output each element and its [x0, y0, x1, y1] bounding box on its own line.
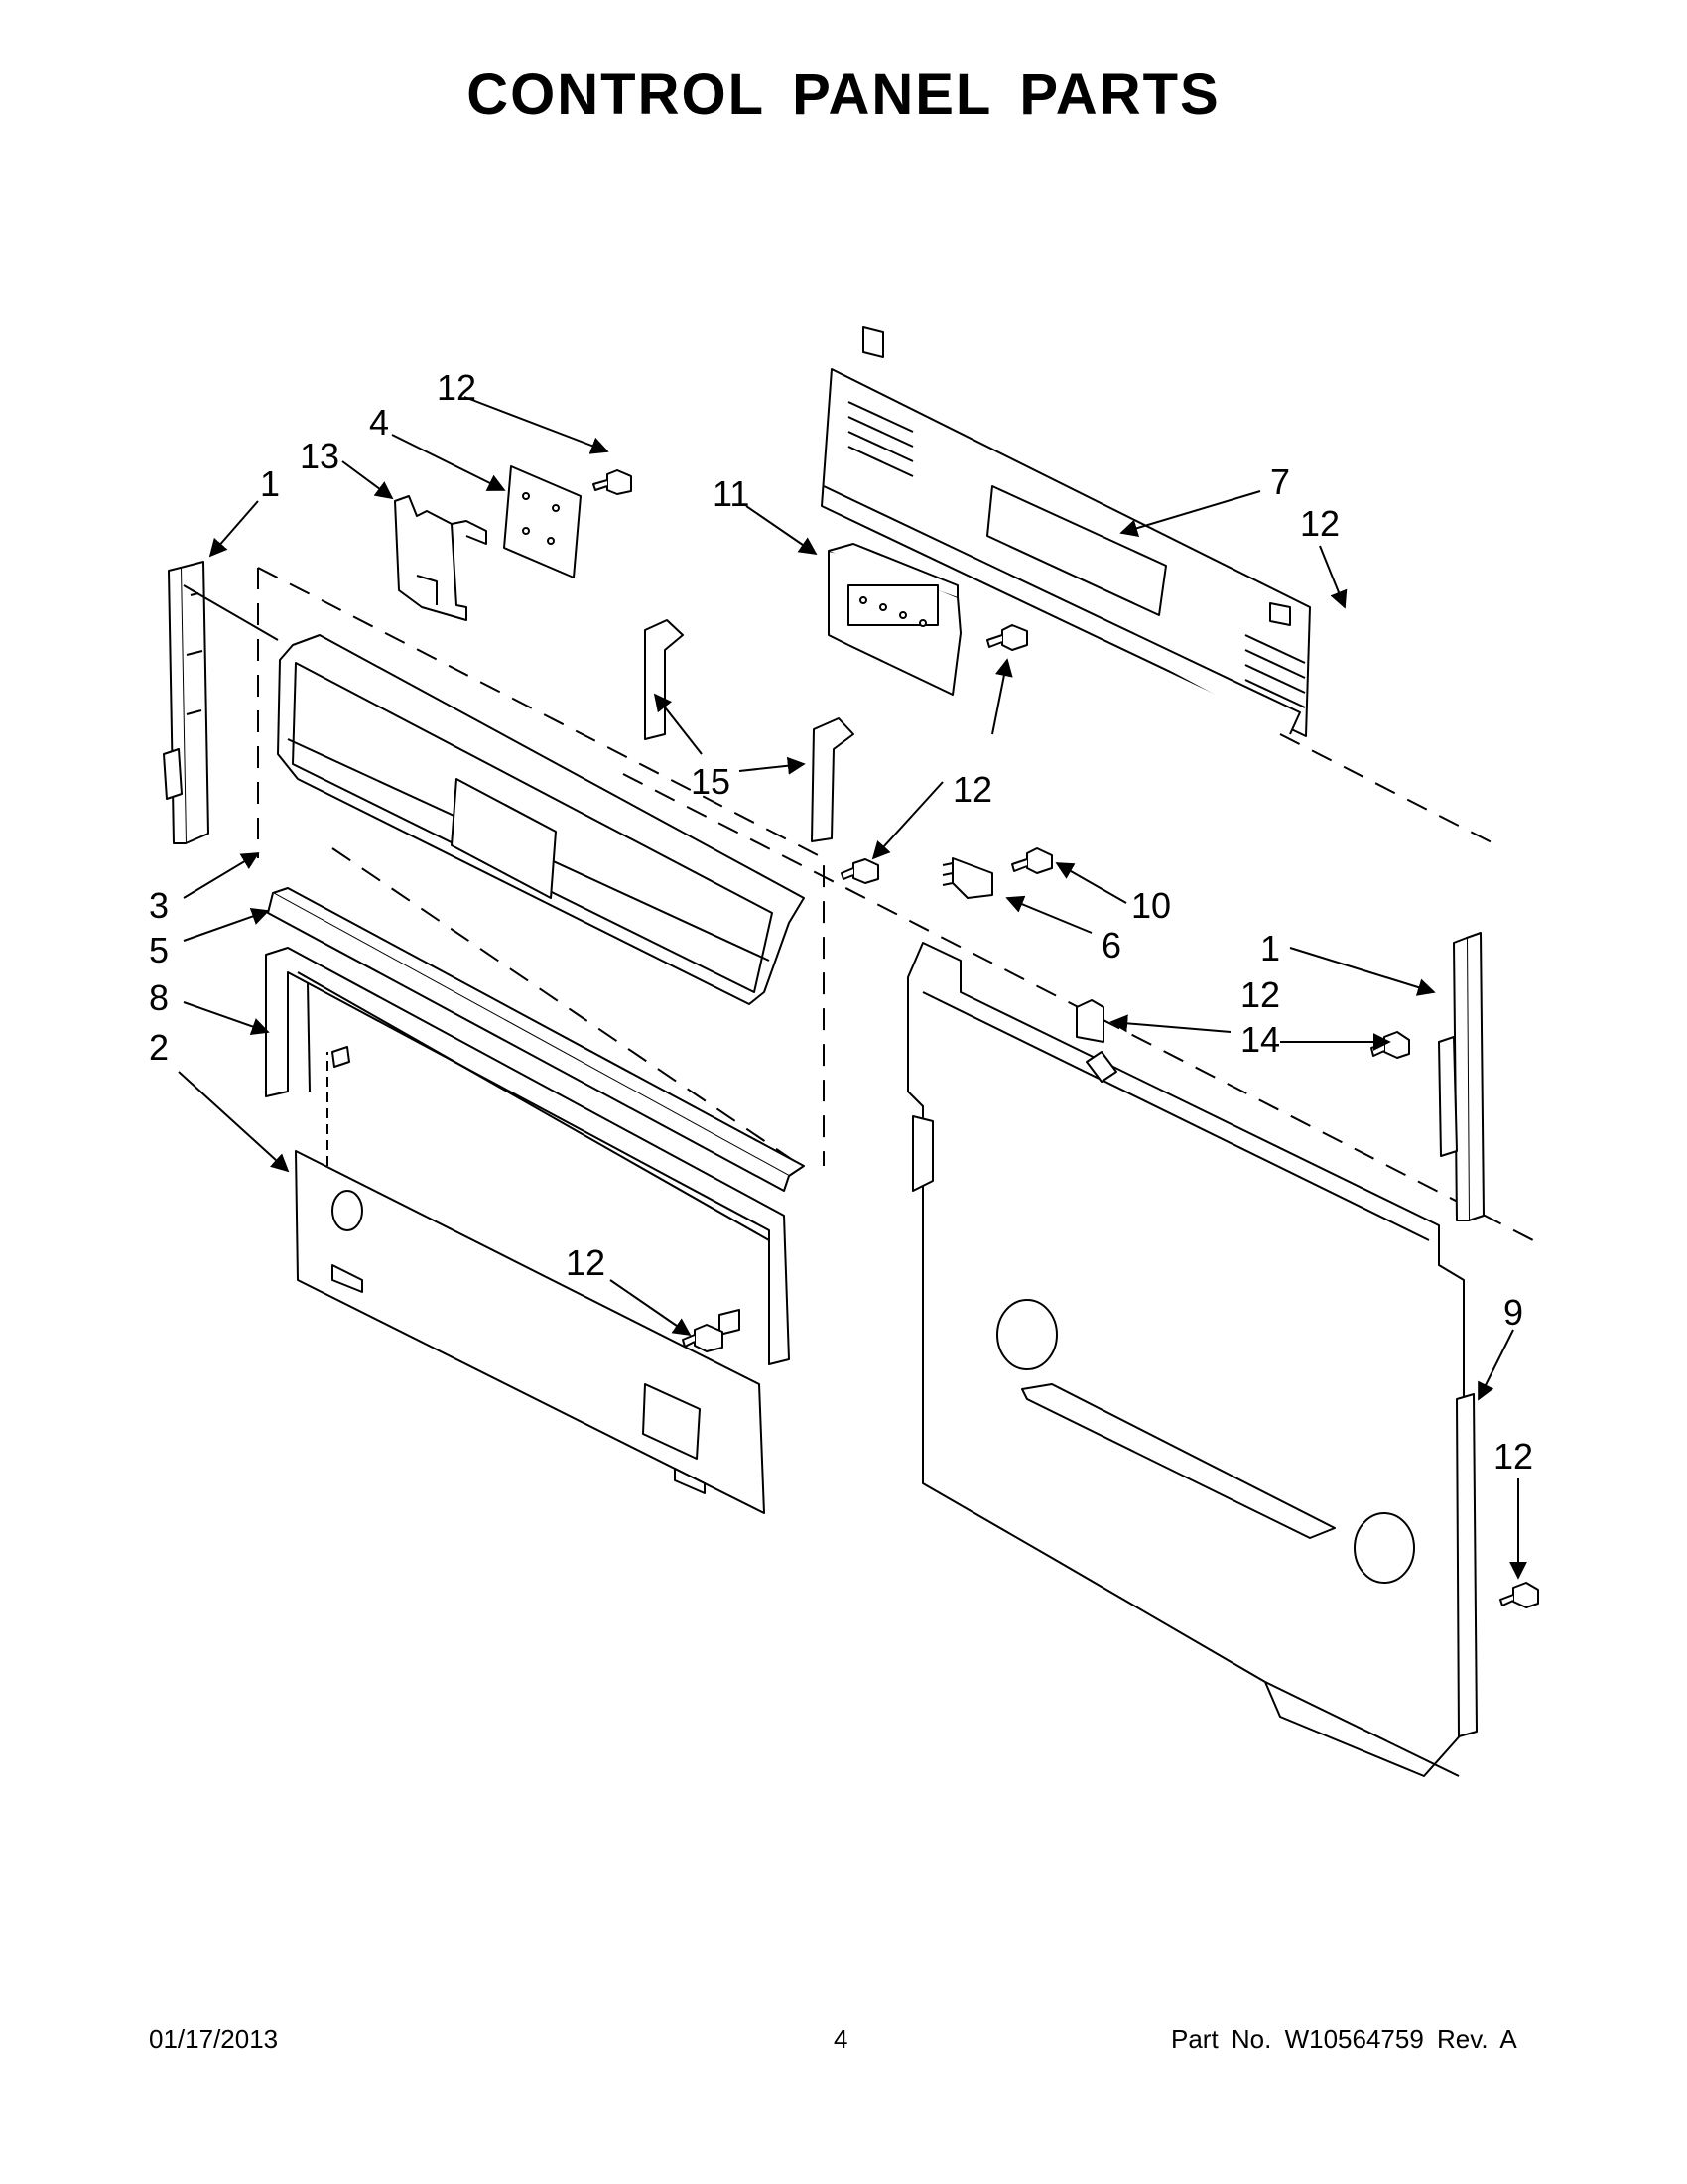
- control-panel-rear: [821, 326, 1311, 737]
- callout-10: 10: [1131, 885, 1171, 926]
- page-title: CONTROL PANEL PARTS: [466, 63, 1221, 127]
- callout-12-console: 12: [953, 769, 992, 810]
- footer-part-number: Part No. W10564759 Rev. A: [1171, 2024, 1517, 2054]
- callout-12-right: 12: [1240, 974, 1280, 1015]
- screw-bottom-right: [1499, 1582, 1539, 1608]
- callout-6: 6: [1102, 925, 1121, 965]
- callout-14: 14: [1240, 1019, 1280, 1060]
- callout-1-left: 1: [260, 463, 280, 504]
- callout-3: 3: [149, 885, 169, 926]
- clip-6: [942, 857, 993, 899]
- mounting-bracket: [394, 495, 487, 621]
- callout-2: 2: [149, 1027, 169, 1068]
- callout-5: 5: [149, 930, 169, 970]
- callout-12-lower: 12: [566, 1242, 605, 1283]
- end-cap-bracket-right: [1438, 932, 1485, 1221]
- side-strip: [1456, 1393, 1478, 1737]
- callout-8: 8: [149, 977, 169, 1018]
- electronic-control: [828, 543, 962, 696]
- circuit-board: [503, 465, 582, 578]
- callout-7: 7: [1270, 461, 1290, 502]
- footer-date: 01/17/2013: [149, 2024, 279, 2054]
- callout-11: 11: [713, 473, 749, 514]
- callout-13: 13: [300, 436, 339, 476]
- rear-panel: [907, 942, 1465, 1777]
- screw-top: [592, 469, 632, 495]
- screw-right: [1370, 1031, 1410, 1059]
- bracket-15-b: [811, 717, 854, 842]
- callout-12-top: 12: [437, 367, 476, 408]
- console-panel: [277, 634, 805, 1005]
- support-panel: [265, 947, 790, 1365]
- callout-15: 15: [691, 761, 730, 802]
- end-cap-bracket-left: [163, 561, 279, 844]
- lower-panel: [295, 1052, 765, 1514]
- screw-console: [841, 858, 879, 884]
- screw-control: [986, 624, 1028, 651]
- callout-12-bottom-right: 12: [1493, 1436, 1533, 1477]
- leader-lines: [178, 396, 1527, 1580]
- callout-4: 4: [369, 402, 389, 443]
- screw-lower: [682, 1324, 723, 1352]
- callout-9: 9: [1503, 1292, 1523, 1333]
- callout-1-right: 1: [1260, 928, 1280, 968]
- trim-strip: [267, 887, 805, 1192]
- footer-page-number: 4: [834, 2024, 848, 2054]
- callout-12-rear: 12: [1300, 503, 1340, 544]
- clip-14: [1076, 999, 1104, 1043]
- screw-10: [1011, 847, 1053, 874]
